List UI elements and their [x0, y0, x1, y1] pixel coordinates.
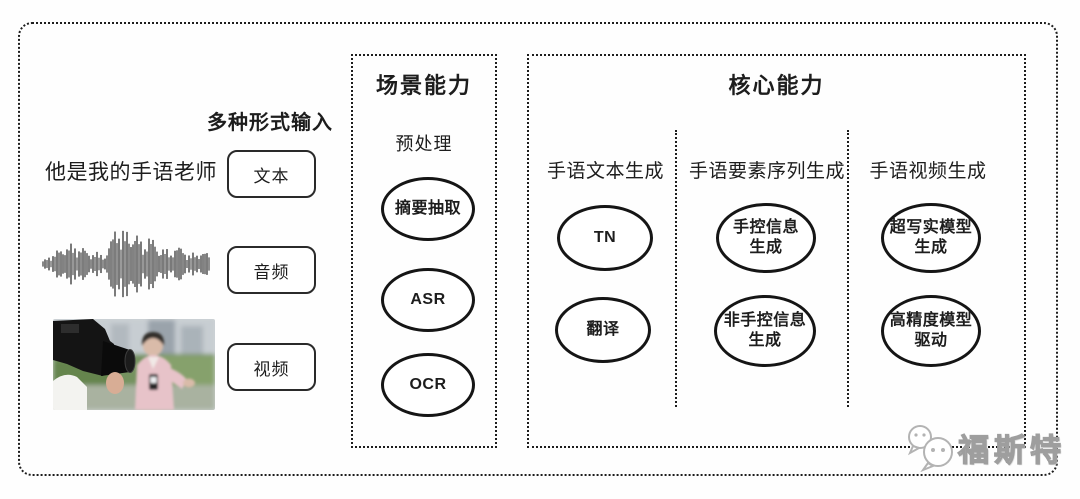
node-summary-extraction: 摘要抽取 [381, 177, 475, 241]
text-input-box: 文本 [227, 150, 316, 198]
node-non-manual-info-generation: 非手控信息 生成 [714, 295, 816, 367]
audio-input-box: 音频 [227, 246, 316, 294]
chat-bubbles-icon [907, 425, 953, 472]
node-ocr: OCR [381, 353, 475, 417]
node-manual-info-generation: 手控信息 生成 [716, 203, 816, 273]
node-label: 摘要抽取 [394, 200, 461, 217]
input-section-title: 多种形式输入 [207, 112, 333, 134]
node-label: TN [593, 229, 617, 246]
core-capability-box: 核心能力 手语文本生成 手语要素序列生成 手语视频生成 TN 翻译 手控信息 生… [527, 54, 1026, 448]
video-thumbnail-image [53, 319, 215, 410]
column-title-sign-text-generation: 手语文本生成 [547, 161, 665, 182]
scene-capability-title: 场景能力 [375, 73, 472, 98]
column-divider [847, 130, 849, 407]
outer-dotted-frame [18, 22, 1058, 476]
core-capability-title: 核心能力 [728, 73, 825, 98]
node-label: 超写实模型 生成 [889, 219, 973, 256]
video-input-label: 视频 [253, 359, 290, 379]
node-high-precision-model-driving: 高精度模型 驱动 [881, 295, 981, 367]
node-tn: TN [557, 205, 653, 271]
node-label: 手控信息 生成 [732, 219, 799, 256]
audio-input-label: 音频 [253, 262, 290, 282]
watermark-text: 福斯特 [957, 432, 1066, 468]
audio-waveform-icon [42, 228, 210, 300]
video-input-box: 视频 [227, 343, 316, 391]
watermark: 福斯特 [902, 422, 1066, 472]
text-input-label: 文本 [253, 166, 290, 186]
node-label: OCR [409, 376, 447, 393]
node-label: 翻译 [586, 321, 620, 338]
node-label: 高精度模型 驱动 [889, 312, 973, 349]
node-label: 非手控信息 生成 [723, 312, 807, 349]
node-hyperrealistic-model-generation: 超写实模型 生成 [881, 203, 981, 273]
sample-sentence: 他是我的手语老师 [45, 161, 217, 184]
node-translation: 翻译 [555, 297, 651, 363]
column-title-sign-video-generation: 手语视频生成 [869, 161, 987, 182]
scene-capability-box: 场景能力 预处理 摘要抽取 ASR OCR [351, 54, 497, 448]
preprocess-label: 预处理 [395, 134, 453, 154]
column-title-sign-element-sequence-generation: 手语要素序列生成 [689, 161, 846, 182]
column-divider [675, 130, 677, 407]
node-label: ASR [410, 291, 446, 308]
node-asr: ASR [381, 268, 475, 332]
